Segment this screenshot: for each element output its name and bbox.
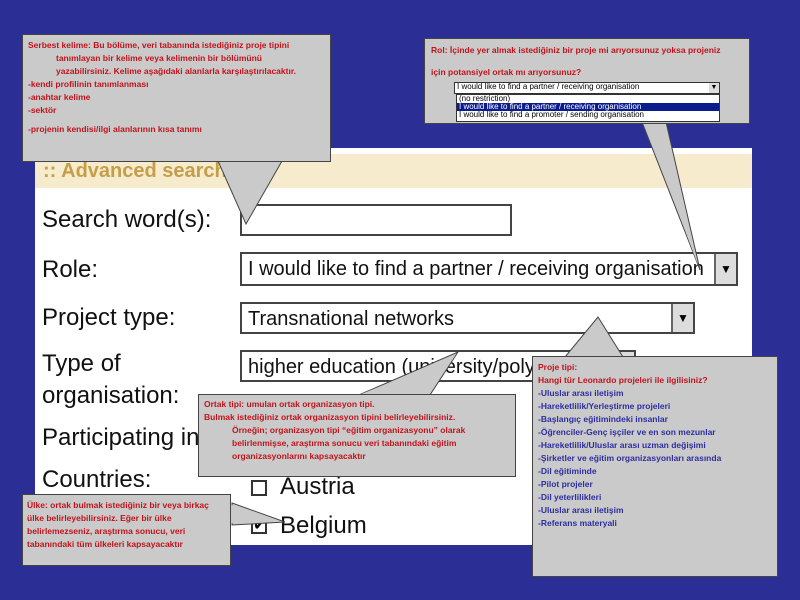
mini-role-options: (no restriction) I would like to find a … [456,94,720,122]
callout-text: Ülke: ortak bulmak istediğiniz bir veya … [27,500,209,510]
callout-list-item: -Hareketlilik/Yerleştirme projeleri [538,401,671,411]
countries-label: Countries: [42,466,152,493]
callout-list-item: -Öğrenciler-Genç işçiler ve en son mezun… [538,427,716,437]
project-type-select-value: Transnational networks [248,308,455,330]
mini-role-option[interactable]: I would like to find a partner / receivi… [457,103,719,111]
callout-text: tabanındaki tüm ülkeleri kapsayacaktır [27,539,183,549]
callout-text: -anahtar kelime [28,92,91,102]
callout-list-item: -Şirketler ve eğitim organizasyonları ar… [538,453,722,463]
callout-text: yazabilirsiniz. Kelime aşağıdaki alanlar… [56,66,297,76]
mini-role-option[interactable]: (no restriction) [459,95,511,103]
callout-text: -projenin kendisi/ilgi alanlarının kısa … [28,124,202,134]
callout-text: -sektör [28,105,57,115]
callout-list-item: -Başlangıç eğitimindeki insanlar [538,414,668,424]
callout-text: Serbest kelime: Bu bölüme, veri tabanınd… [28,40,290,50]
callout-text: belirlenmişse, araştırma sonucu veri tab… [232,438,457,448]
search-word-label: Search word(s): [42,206,212,233]
callout-text: Örneğin; organizasyon tipi “eğitim organ… [232,425,466,435]
callout-list-item: -Dil yeterlilikleri [538,492,602,502]
org-type-label-line2: organisation: [42,382,180,409]
mini-role-select[interactable]: I would like to find a partner / receivi… [454,82,720,94]
callout-text: Bulmak istediğiniz ortak organizasyon ti… [204,412,456,422]
project-type-select[interactable]: Transnational networks ▼ [240,302,695,334]
mini-role-option[interactable]: I would like to find a promoter / sendin… [459,111,644,119]
participating-label: Participating in [42,424,200,451]
country-checkbox-austria[interactable] [251,480,267,496]
callout-list-item: -Hareketlilik/Uluslar arası uzman değişi… [538,440,706,450]
callout-text: Proje tipi: [538,362,578,372]
chevron-down-icon[interactable]: ▼ [714,254,736,284]
callout-org-type: Ortak tipi: umulan ortak organizasyon ti… [198,394,516,477]
callout-list-item: -Dil eğitiminde [538,466,597,476]
role-select[interactable]: I would like to find a partner / receivi… [240,252,738,286]
callout-text: tanımlayan bir kelime veya kelimenin bir… [56,53,262,63]
mini-role-select-value: I would like to find a partner / receivi… [457,83,640,91]
advanced-search-panel: :: Advanced search Search word(s): Role:… [35,148,752,545]
callout-country: Ülke: ortak bulmak istediğiniz bir veya … [22,494,231,566]
callout-text: Hangi tür Leonardo projeleri ile ilgilis… [538,375,708,385]
callout-text: Ortak tipi: umulan ortak organizasyon ti… [204,399,375,409]
chevron-down-icon[interactable]: ▼ [709,83,719,93]
role-select-value: I would like to find a partner / receivi… [248,258,704,280]
callout-text: için potansiyel ortak mı arıyorsunuz? [431,67,582,77]
callout-list-item: -Uluslar arası iletişim [538,505,624,515]
callout-text: Rol: İçinde yer almak istediğiniz bir pr… [431,45,721,55]
callout-text: belirlemezseniz, araştırma sonucu, veri [27,526,186,536]
country-label-belgium: Belgium [280,512,367,539]
callout-text: ülke belirleyebilirsiniz. Eğer bir ülke [27,513,172,523]
country-label-austria: Austria [280,473,355,500]
callout-project-type: Proje tipi: Hangi tür Leonardo projeleri… [532,356,778,577]
search-word-input[interactable] [240,204,512,236]
role-label: Role: [42,256,99,283]
chevron-down-icon[interactable]: ▼ [671,304,693,332]
org-type-label-line1: Type of [42,350,121,377]
callout-list-item: -Pilot projeler [538,479,593,489]
callout-text: organizasyonlarını kapsayacaktır [232,451,366,461]
callout-search-word: Serbest kelime: Bu bölüme, veri tabanınd… [22,34,331,162]
callout-list-item: -Uluslar arası iletişim [538,388,624,398]
project-type-label: Project type: [42,304,176,331]
callout-list-item: -Referans materyali [538,518,617,528]
callout-text: -kendi profilinin tanımlanması [28,79,149,89]
